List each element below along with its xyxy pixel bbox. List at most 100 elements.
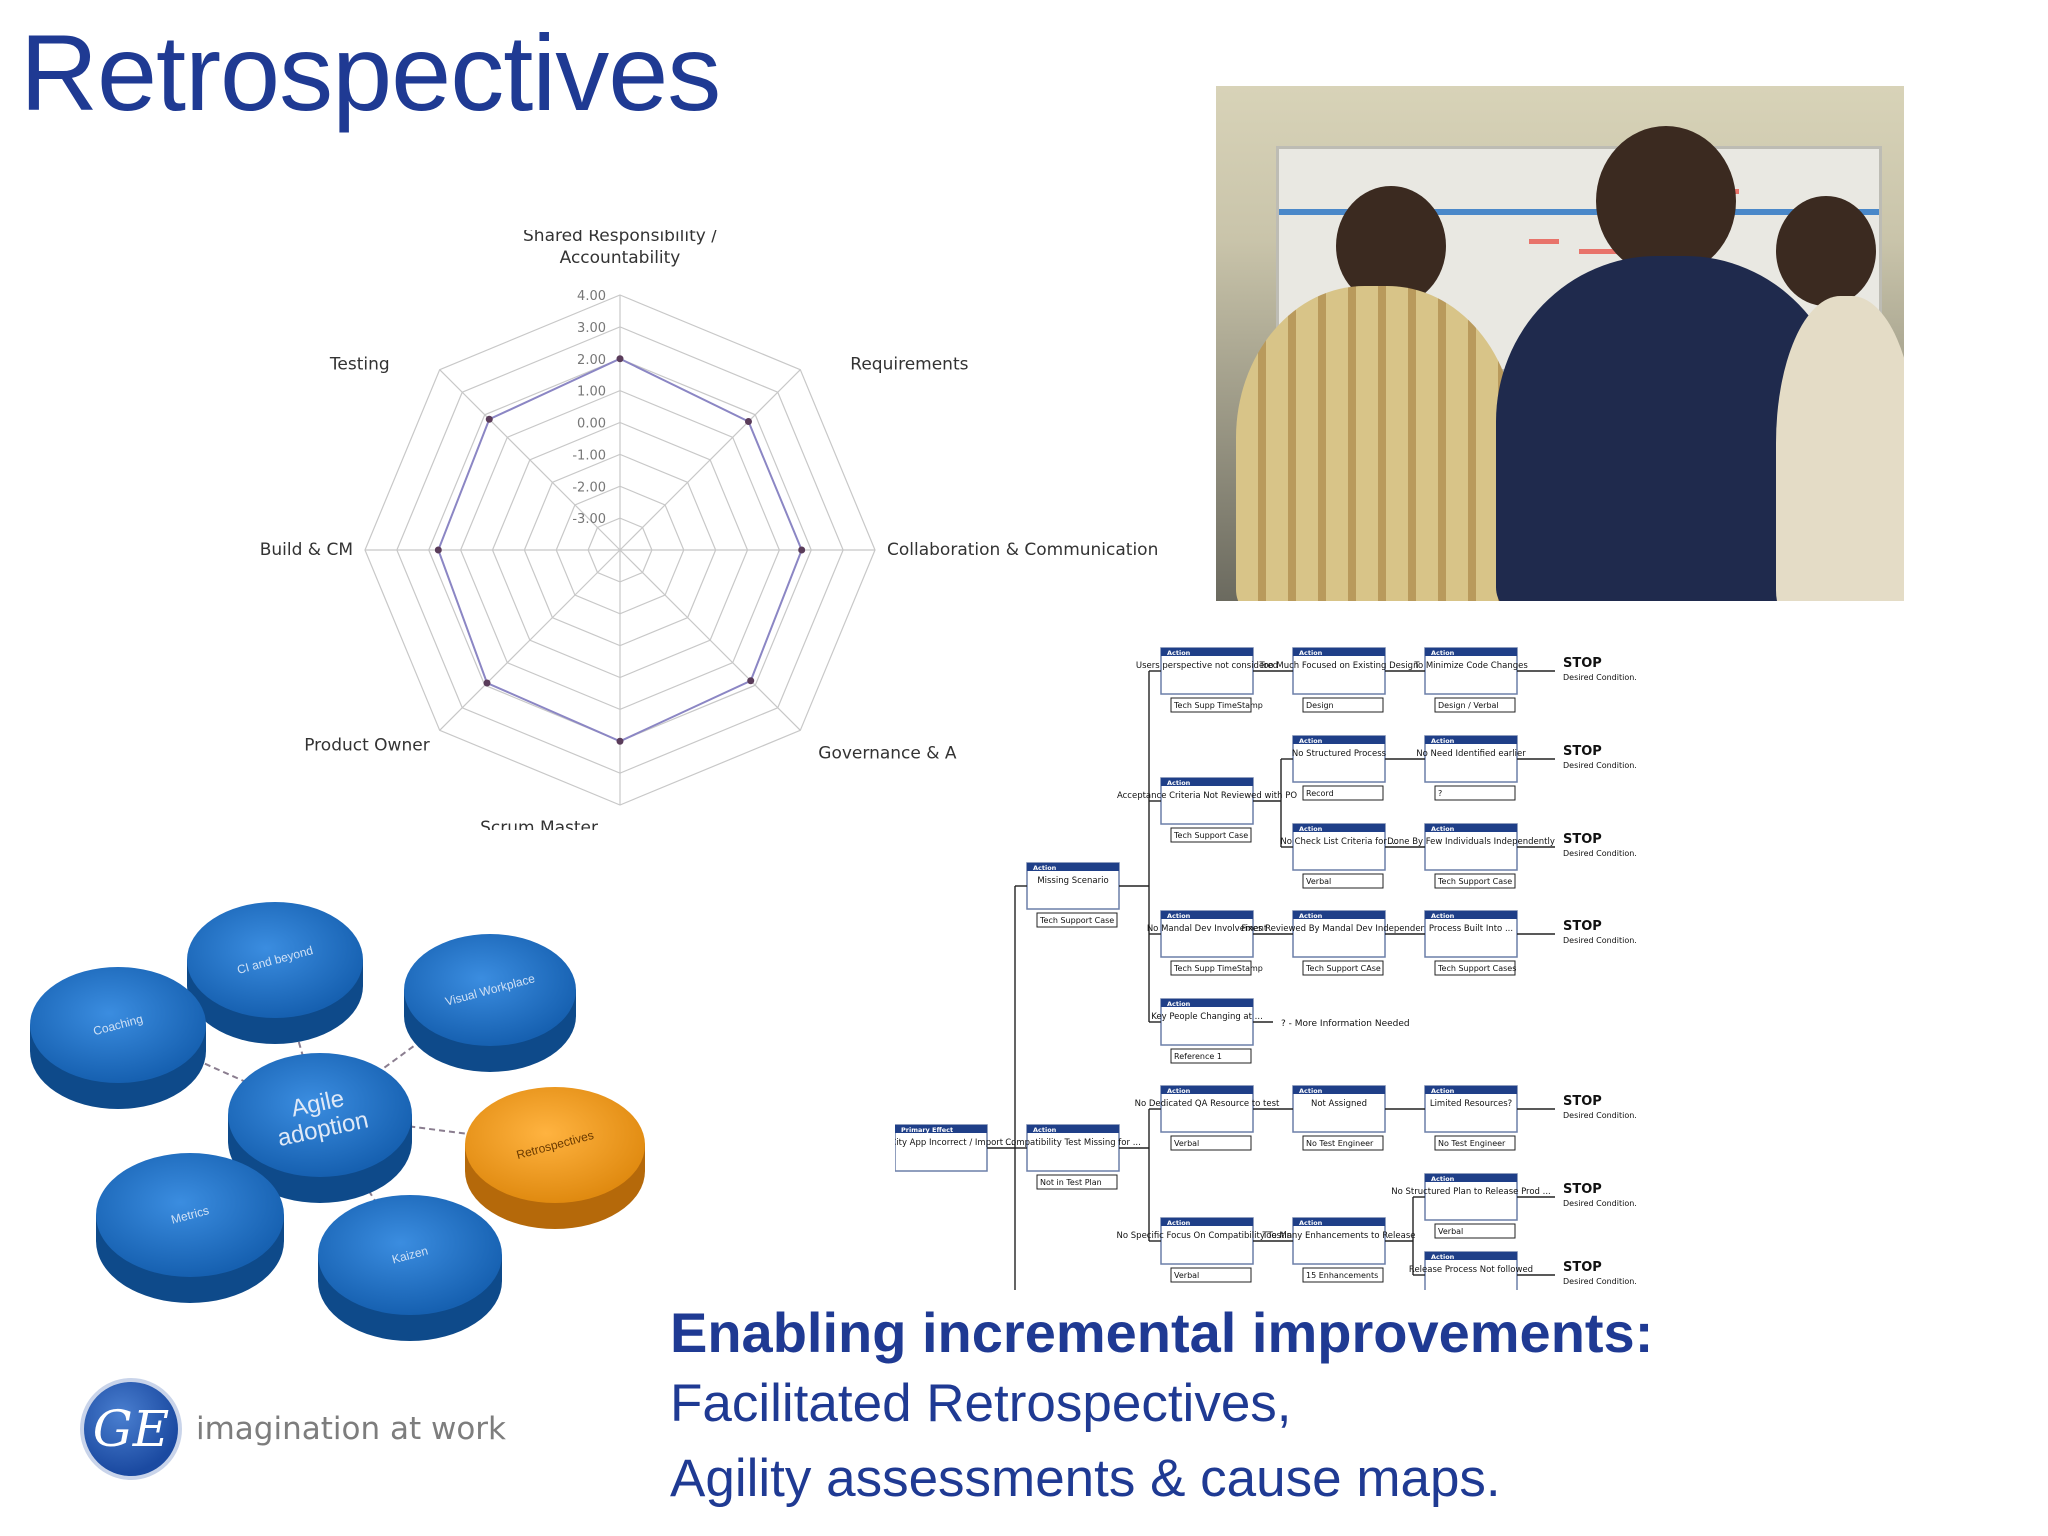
cause-map-level4-evidence-box — [1434, 785, 1516, 801]
cause-map-level3-header-bar — [1293, 824, 1385, 832]
cause-map-level4-evidence: Tech Support Cases — [1437, 964, 1516, 973]
cause-map-primary-header-bar — [895, 1125, 987, 1133]
cause-map-level2-header-bar — [1161, 999, 1253, 1007]
cause-map-level3-evidence-box — [1302, 873, 1384, 889]
person-light-shirt — [1776, 296, 1904, 601]
cause-map-stop-sub: Desired Condition. — [1563, 673, 1637, 682]
cause-map-level2-text: Key People Changing at ... — [1151, 1012, 1263, 1022]
cause-map-stop-sub: Desired Condition. — [1563, 1111, 1637, 1120]
cause-map-stop: STOP — [1563, 919, 1602, 934]
cause-map-stop-sub: Desired Condition. — [1563, 1277, 1637, 1286]
cause-map-level2-header: Action — [1167, 912, 1191, 920]
cause-map-level4-evidence: ? — [1438, 789, 1442, 798]
ge-logo: GE imagination at work — [80, 1378, 506, 1480]
cause-map-level2-header: Action — [1167, 1000, 1191, 1008]
person-plaid-shirt — [1236, 286, 1516, 601]
cause-map-stop-sub: Desired Condition. — [1563, 936, 1637, 945]
cause-map-level4-header-bar — [1425, 824, 1517, 832]
cause-map-level3-evidence: Tech Support CAse — [1305, 964, 1381, 973]
cause-map-level1-header-bar — [1027, 1125, 1119, 1133]
cause-map-level4-header: Action — [1431, 1253, 1455, 1261]
radar-axis-label: Product Owner — [304, 735, 429, 755]
cause-map-level1-text: Missing Scenario — [1037, 876, 1108, 886]
radar-tick-label: -1.00 — [572, 448, 606, 463]
cloud-center-disk-top — [228, 1053, 412, 1177]
cause-map-level2-evidence: Reference 1 — [1174, 1052, 1222, 1061]
cause-map-level2-evidence-box — [1170, 960, 1252, 976]
cause-map-level4-evidence: Design / Verbal — [1438, 701, 1499, 710]
cause-map-level3-header-bar — [1293, 648, 1385, 656]
cause-map-level4-header-bar — [1425, 1174, 1517, 1182]
cause-map-level2-text: Acceptance Criteria Not Reviewed with PO — [1117, 791, 1297, 801]
radar-data-point — [616, 355, 624, 363]
cause-map-level2-evidence: Tech Support Case — [1173, 831, 1248, 840]
cause-map-level3-header-bar — [1293, 1218, 1385, 1226]
cause-map-level4-header-bar — [1425, 648, 1517, 656]
radar-tick-label: 4.00 — [577, 289, 606, 304]
cause-map-level3-evidence-box — [1302, 785, 1384, 801]
caption-line-1: Facilitated Retrospectives, — [670, 1374, 1292, 1433]
cause-map-level4-header-bar — [1425, 911, 1517, 919]
cause-map-level4-header-bar — [1425, 1252, 1517, 1260]
radar-axis-label: Requirements — [850, 355, 968, 375]
cause-map-level2-evidence: Verbal — [1174, 1271, 1199, 1280]
cause-map-level4-header: Action — [1431, 1087, 1455, 1095]
cause-map-level4-text: Release Process Not followed — [1409, 1265, 1533, 1275]
cloud-node-disk-top — [404, 934, 576, 1046]
cause-map-level4-header: Action — [1431, 649, 1455, 657]
radar-data-point — [483, 679, 491, 687]
cause-map-level2-evidence-box — [1170, 827, 1252, 843]
cause-map-stop: STOP — [1563, 1094, 1602, 1109]
cause-map-stop: STOP — [1563, 1182, 1602, 1197]
cause-map-level3-text: Not Assigned — [1311, 1099, 1367, 1109]
radar-axis-label: Build & CM — [260, 540, 353, 560]
radar-spoke — [619, 549, 801, 731]
cause-map-level3-header: Action — [1299, 912, 1323, 920]
caption-heading: Enabling incremental improvements: — [670, 1301, 1654, 1364]
cause-map-level4-text: Done By Few Individuals Independently — [1387, 837, 1555, 847]
radar-data-point — [747, 677, 755, 685]
cause-map-level2-evidence-box — [1170, 697, 1252, 713]
radar-tick-label: 0.00 — [577, 417, 606, 432]
ge-monogram-icon: GE — [80, 1378, 182, 1480]
sticky-note — [1529, 239, 1559, 244]
cause-map-level3-header: Action — [1299, 737, 1323, 745]
board-stripe — [1279, 209, 1879, 215]
cause-map-level2-header-bar — [1161, 778, 1253, 786]
cause-map-stop: STOP — [1563, 656, 1602, 671]
cause-map-level4-text: No Need Identified earlier — [1416, 749, 1526, 759]
cause-map-level3-text: No Structured Process — [1292, 749, 1387, 759]
cause-map-level4-evidence-box — [1434, 1135, 1516, 1151]
cloud-node-disk-top — [465, 1087, 645, 1203]
cause-map-level3-text: No Check List Criteria for ... — [1280, 837, 1397, 847]
cause-map-level1-evidence: Not in Test Plan — [1040, 1178, 1102, 1187]
radar-axis-label: Governance & A — [818, 743, 957, 763]
cause-map-level3-header: Action — [1299, 1219, 1323, 1227]
cause-map-level4-text: No Structured Plan to Release Prod ... — [1391, 1187, 1551, 1197]
cause-map-info-needed: ? - More Information Needed — [1281, 1019, 1410, 1029]
cause-map-level1-header: Action — [1033, 1126, 1057, 1134]
radar-axis-label: Accountability — [560, 248, 681, 268]
radar-axis-label: Scrum Master — [480, 818, 598, 830]
cause-map-level2-text: No Mandal Dev Involvement — [1147, 924, 1268, 934]
cause-map-level4-header: Action — [1431, 1175, 1455, 1183]
radar-tick-label: 1.00 — [577, 385, 606, 400]
cause-map-level3-evidence: Design — [1306, 701, 1334, 710]
cause-map-level4-evidence: Verbal — [1438, 1227, 1463, 1236]
cause-map-level4-evidence-box — [1434, 960, 1516, 976]
cause-map-level2-evidence-box — [1170, 1267, 1252, 1283]
cause-map-stop: STOP — [1563, 744, 1602, 759]
cause-map-level1-header: Action — [1033, 864, 1057, 872]
logo-tagline: imagination at work — [196, 1411, 506, 1447]
cause-map-level2-header: Action — [1167, 779, 1191, 787]
cause-map-level3-evidence: No Test Engineer — [1306, 1139, 1374, 1148]
cause-map-level2-header: Action — [1167, 1219, 1191, 1227]
cause-map-level3-evidence: Record — [1306, 789, 1334, 798]
caption: Enabling incremental improvements: Facil… — [670, 1300, 1970, 1523]
cause-map-level2-header-bar — [1161, 648, 1253, 656]
cause-map-level3-header-bar — [1293, 1086, 1385, 1094]
radar-axis-label: Testing — [329, 355, 390, 375]
team-retrospective-photo — [1216, 86, 1904, 601]
radar-spoke — [439, 549, 621, 731]
cause-map-level3-evidence: Verbal — [1306, 877, 1331, 886]
